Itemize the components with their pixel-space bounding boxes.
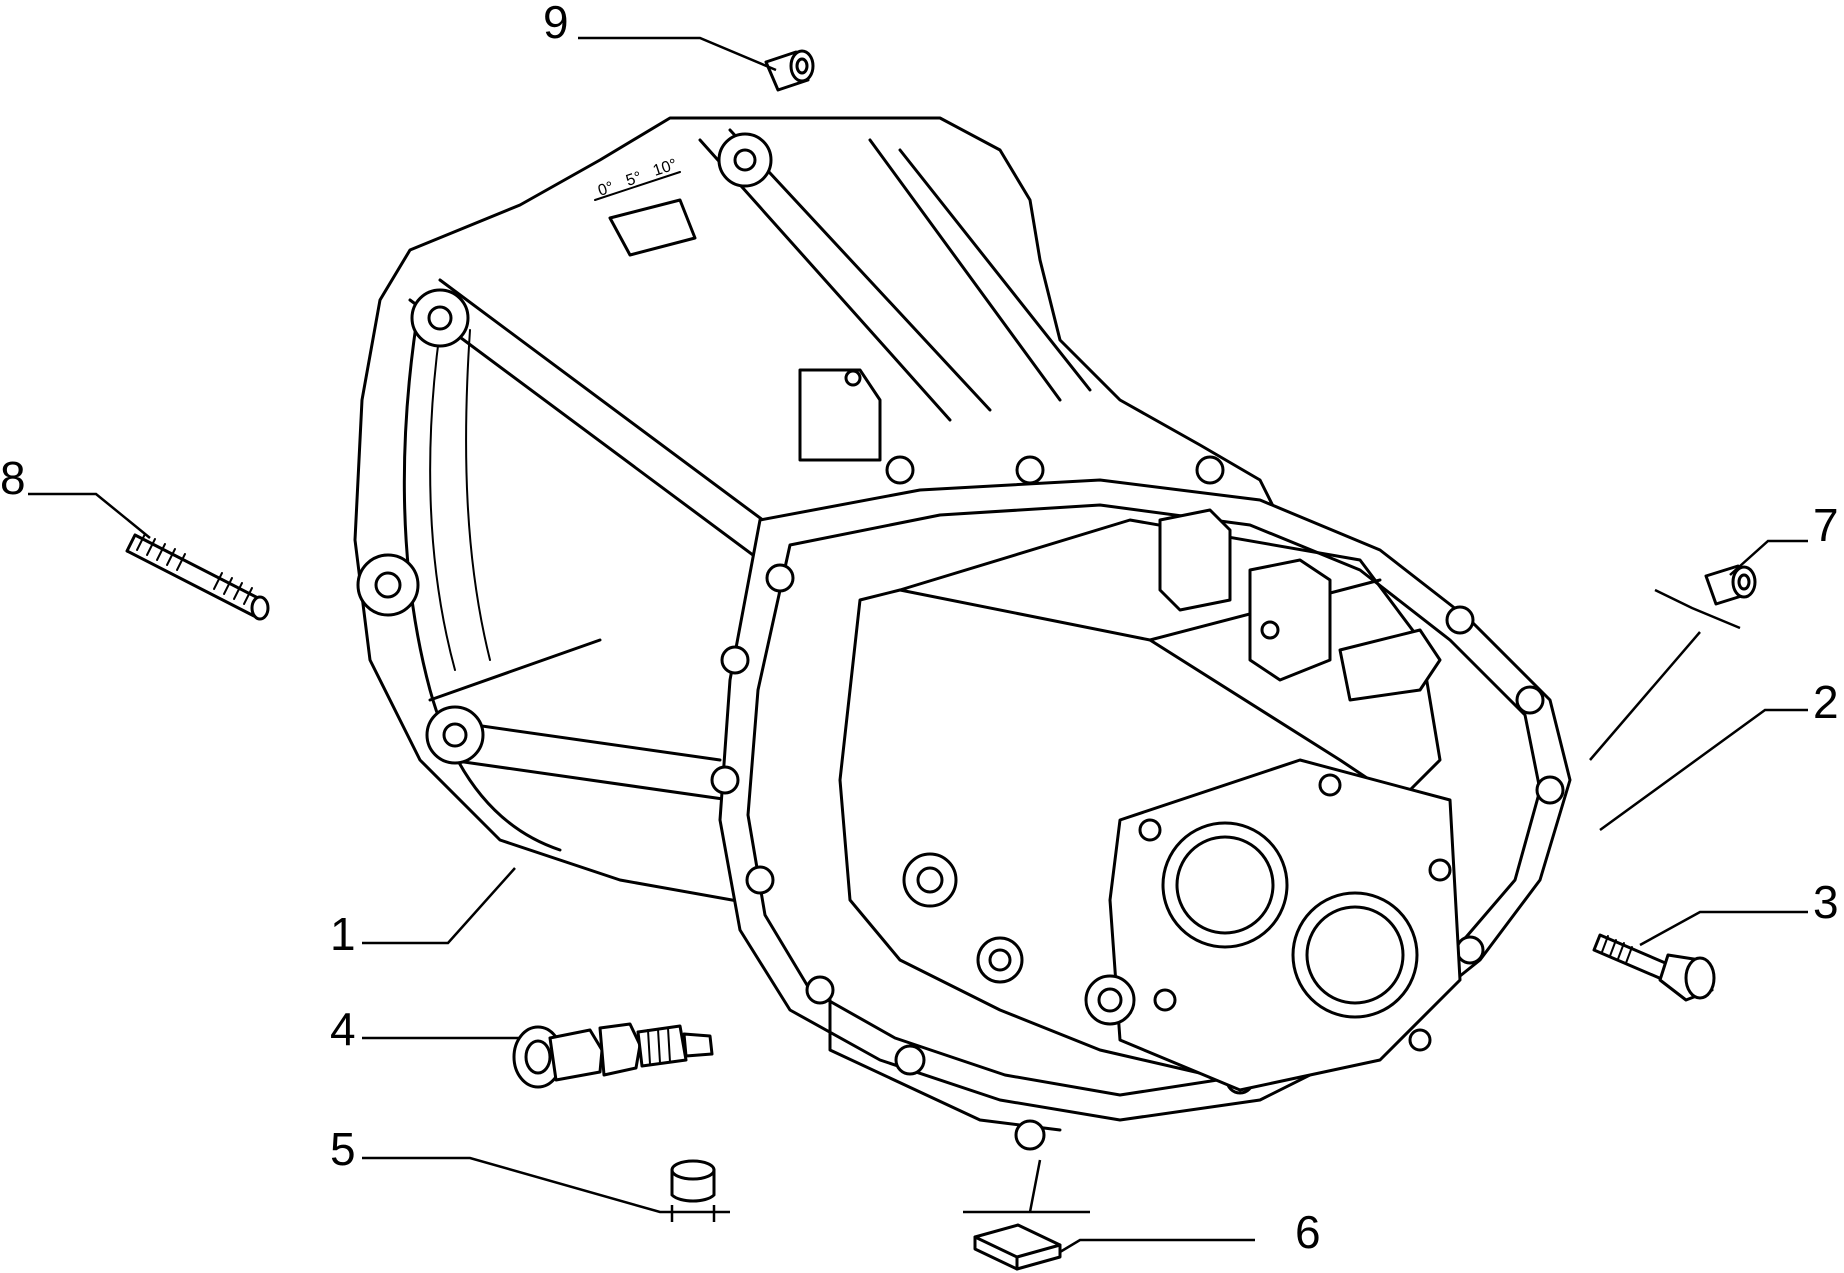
callout-5: 5 bbox=[330, 1123, 356, 1175]
part-6-pad bbox=[973, 1223, 1062, 1271]
timing-mark-10: 10° bbox=[651, 156, 679, 180]
callout-2: 2 bbox=[1813, 676, 1839, 728]
part-4-switch bbox=[512, 1022, 714, 1089]
part-2-gearbox-housing bbox=[710, 455, 1572, 1151]
leader-lines bbox=[28, 36, 1808, 1254]
part-7-dowel-sleeve bbox=[1704, 564, 1757, 606]
part-8-stud bbox=[125, 533, 270, 621]
part-9-dowel-sleeve bbox=[764, 49, 815, 92]
callout-7: 7 bbox=[1813, 499, 1839, 551]
callout-8: 8 bbox=[0, 452, 26, 504]
timing-mark-0: 0° bbox=[596, 179, 616, 200]
callout-6: 6 bbox=[1295, 1206, 1321, 1258]
part-5-plug bbox=[670, 1159, 716, 1222]
callout-9: 9 bbox=[543, 0, 569, 48]
callout-1: 1 bbox=[330, 908, 356, 960]
part-3-bolt bbox=[1592, 933, 1716, 1002]
timing-mark-5: 5° bbox=[624, 169, 644, 190]
callout-4: 4 bbox=[330, 1003, 356, 1055]
callout-3: 3 bbox=[1813, 876, 1839, 928]
